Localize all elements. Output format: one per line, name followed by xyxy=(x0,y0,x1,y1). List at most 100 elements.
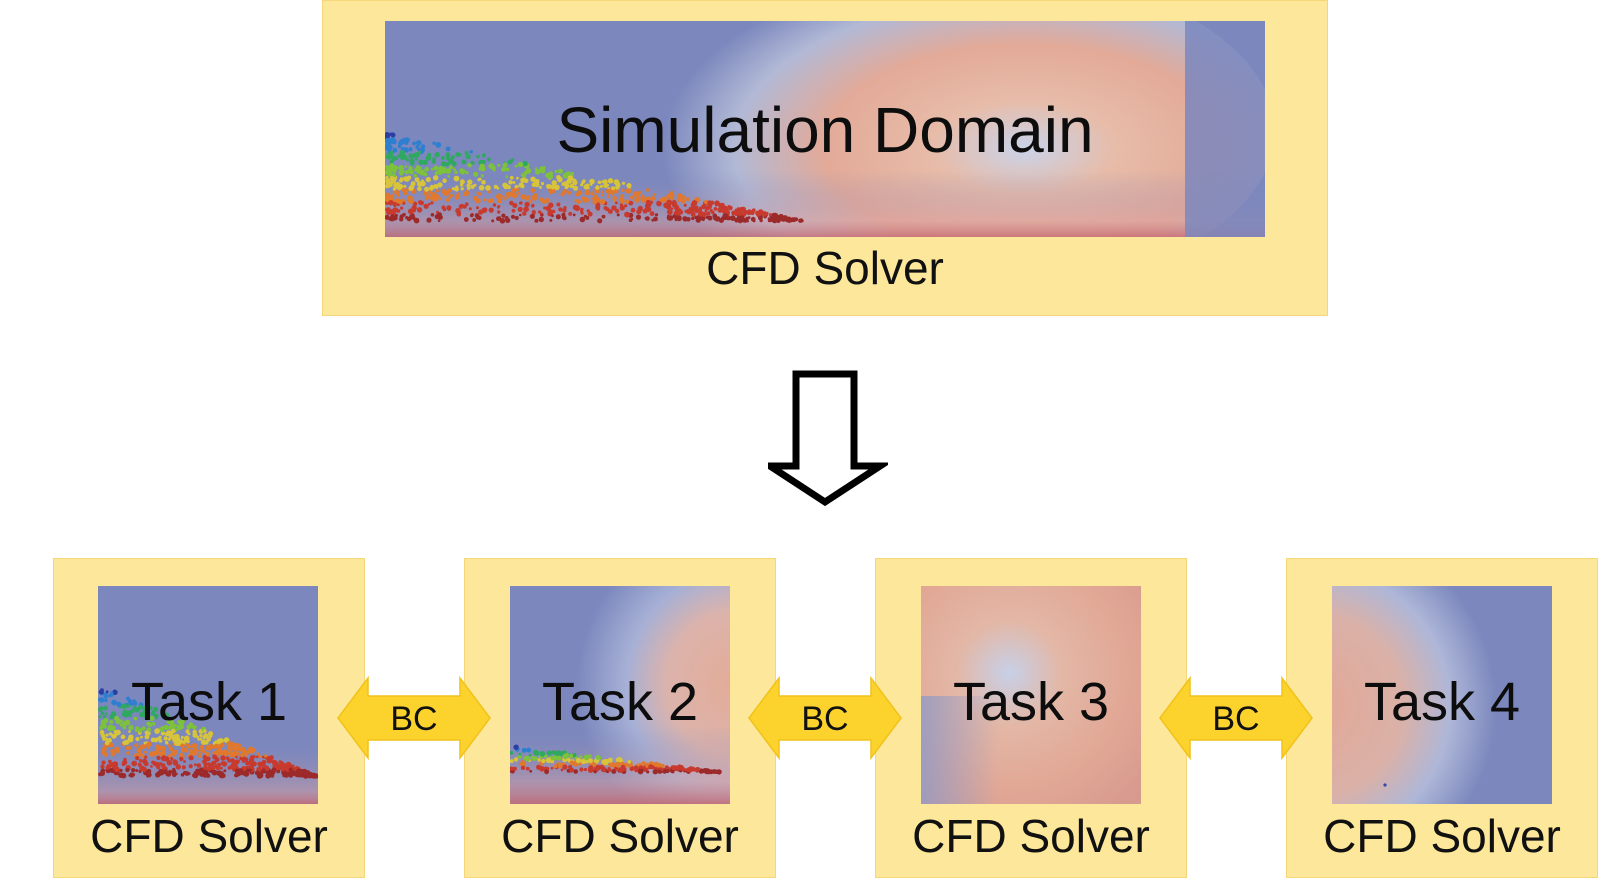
particle xyxy=(173,749,178,755)
particle xyxy=(670,207,674,210)
particle xyxy=(389,159,394,164)
particle xyxy=(230,762,236,769)
particle xyxy=(620,194,625,199)
particle xyxy=(572,185,579,191)
particle xyxy=(389,163,395,168)
particle xyxy=(681,199,686,204)
particle xyxy=(600,766,607,773)
particle xyxy=(156,771,162,777)
particle xyxy=(132,699,136,703)
particle xyxy=(544,769,549,775)
particle xyxy=(179,752,184,757)
particle xyxy=(166,730,172,736)
particle xyxy=(399,165,405,171)
particle xyxy=(170,757,173,760)
particle xyxy=(705,768,711,774)
particle xyxy=(556,202,561,207)
particle xyxy=(271,767,277,773)
particle xyxy=(546,750,552,756)
particle xyxy=(123,757,127,762)
particle xyxy=(124,719,131,726)
particle xyxy=(702,204,706,208)
particle xyxy=(389,210,394,215)
particle xyxy=(199,734,203,738)
particle xyxy=(136,747,142,753)
particle xyxy=(463,217,469,222)
particle xyxy=(449,193,454,197)
particle xyxy=(515,187,520,192)
particle xyxy=(601,193,604,197)
particle xyxy=(203,733,209,739)
particle xyxy=(243,750,249,756)
particle xyxy=(615,201,618,205)
particle xyxy=(543,766,547,770)
particle xyxy=(541,758,546,764)
particle xyxy=(457,153,462,157)
particle xyxy=(615,185,620,190)
particle xyxy=(552,755,558,761)
particle xyxy=(390,132,396,138)
particle xyxy=(211,760,216,765)
particle xyxy=(407,208,414,215)
particle xyxy=(669,217,673,221)
particle xyxy=(418,150,422,154)
particle xyxy=(621,181,626,185)
particle xyxy=(170,723,176,729)
particle xyxy=(105,733,109,737)
particle xyxy=(691,216,695,221)
particle xyxy=(469,213,474,218)
particle xyxy=(392,187,397,191)
particle xyxy=(523,756,528,761)
particle xyxy=(654,213,659,217)
particle xyxy=(98,772,102,777)
double-arrow-icon xyxy=(337,675,491,761)
particle xyxy=(134,743,139,748)
particle xyxy=(639,765,643,769)
particle xyxy=(202,759,207,764)
particle xyxy=(562,753,569,760)
particle xyxy=(672,200,677,205)
particle xyxy=(473,183,477,187)
particle xyxy=(738,214,745,221)
simulation-domain-title: Simulation Domain xyxy=(556,94,1094,166)
particle-cloud xyxy=(510,744,722,775)
particle xyxy=(186,743,190,747)
particle xyxy=(562,764,568,770)
particle xyxy=(104,740,110,746)
particle xyxy=(220,755,226,761)
particle xyxy=(505,175,509,178)
particle xyxy=(492,203,497,207)
particle xyxy=(176,741,181,746)
particle xyxy=(401,188,406,192)
particle xyxy=(758,215,763,221)
particle xyxy=(217,762,222,767)
bc-label: BC xyxy=(801,700,849,738)
particle xyxy=(481,180,486,185)
particle xyxy=(752,208,756,212)
particle xyxy=(115,747,120,752)
particle xyxy=(140,735,143,739)
particle xyxy=(671,765,677,771)
particle xyxy=(611,205,617,211)
particle xyxy=(398,199,403,205)
particle xyxy=(713,207,718,211)
particle xyxy=(665,769,670,773)
particle xyxy=(502,162,508,168)
particle xyxy=(219,772,222,775)
particle xyxy=(119,723,123,727)
particle xyxy=(511,192,518,199)
particle xyxy=(389,217,394,222)
particle xyxy=(385,207,391,213)
particle xyxy=(618,767,624,773)
task-title: Task 1 xyxy=(130,672,288,732)
particle xyxy=(708,205,712,209)
particle xyxy=(608,209,613,215)
particle xyxy=(446,205,452,211)
particle xyxy=(606,195,610,199)
particle xyxy=(673,204,679,210)
particle xyxy=(521,747,527,753)
particle xyxy=(579,216,586,223)
particle xyxy=(135,726,139,730)
particle xyxy=(172,753,177,757)
particle xyxy=(514,215,519,221)
